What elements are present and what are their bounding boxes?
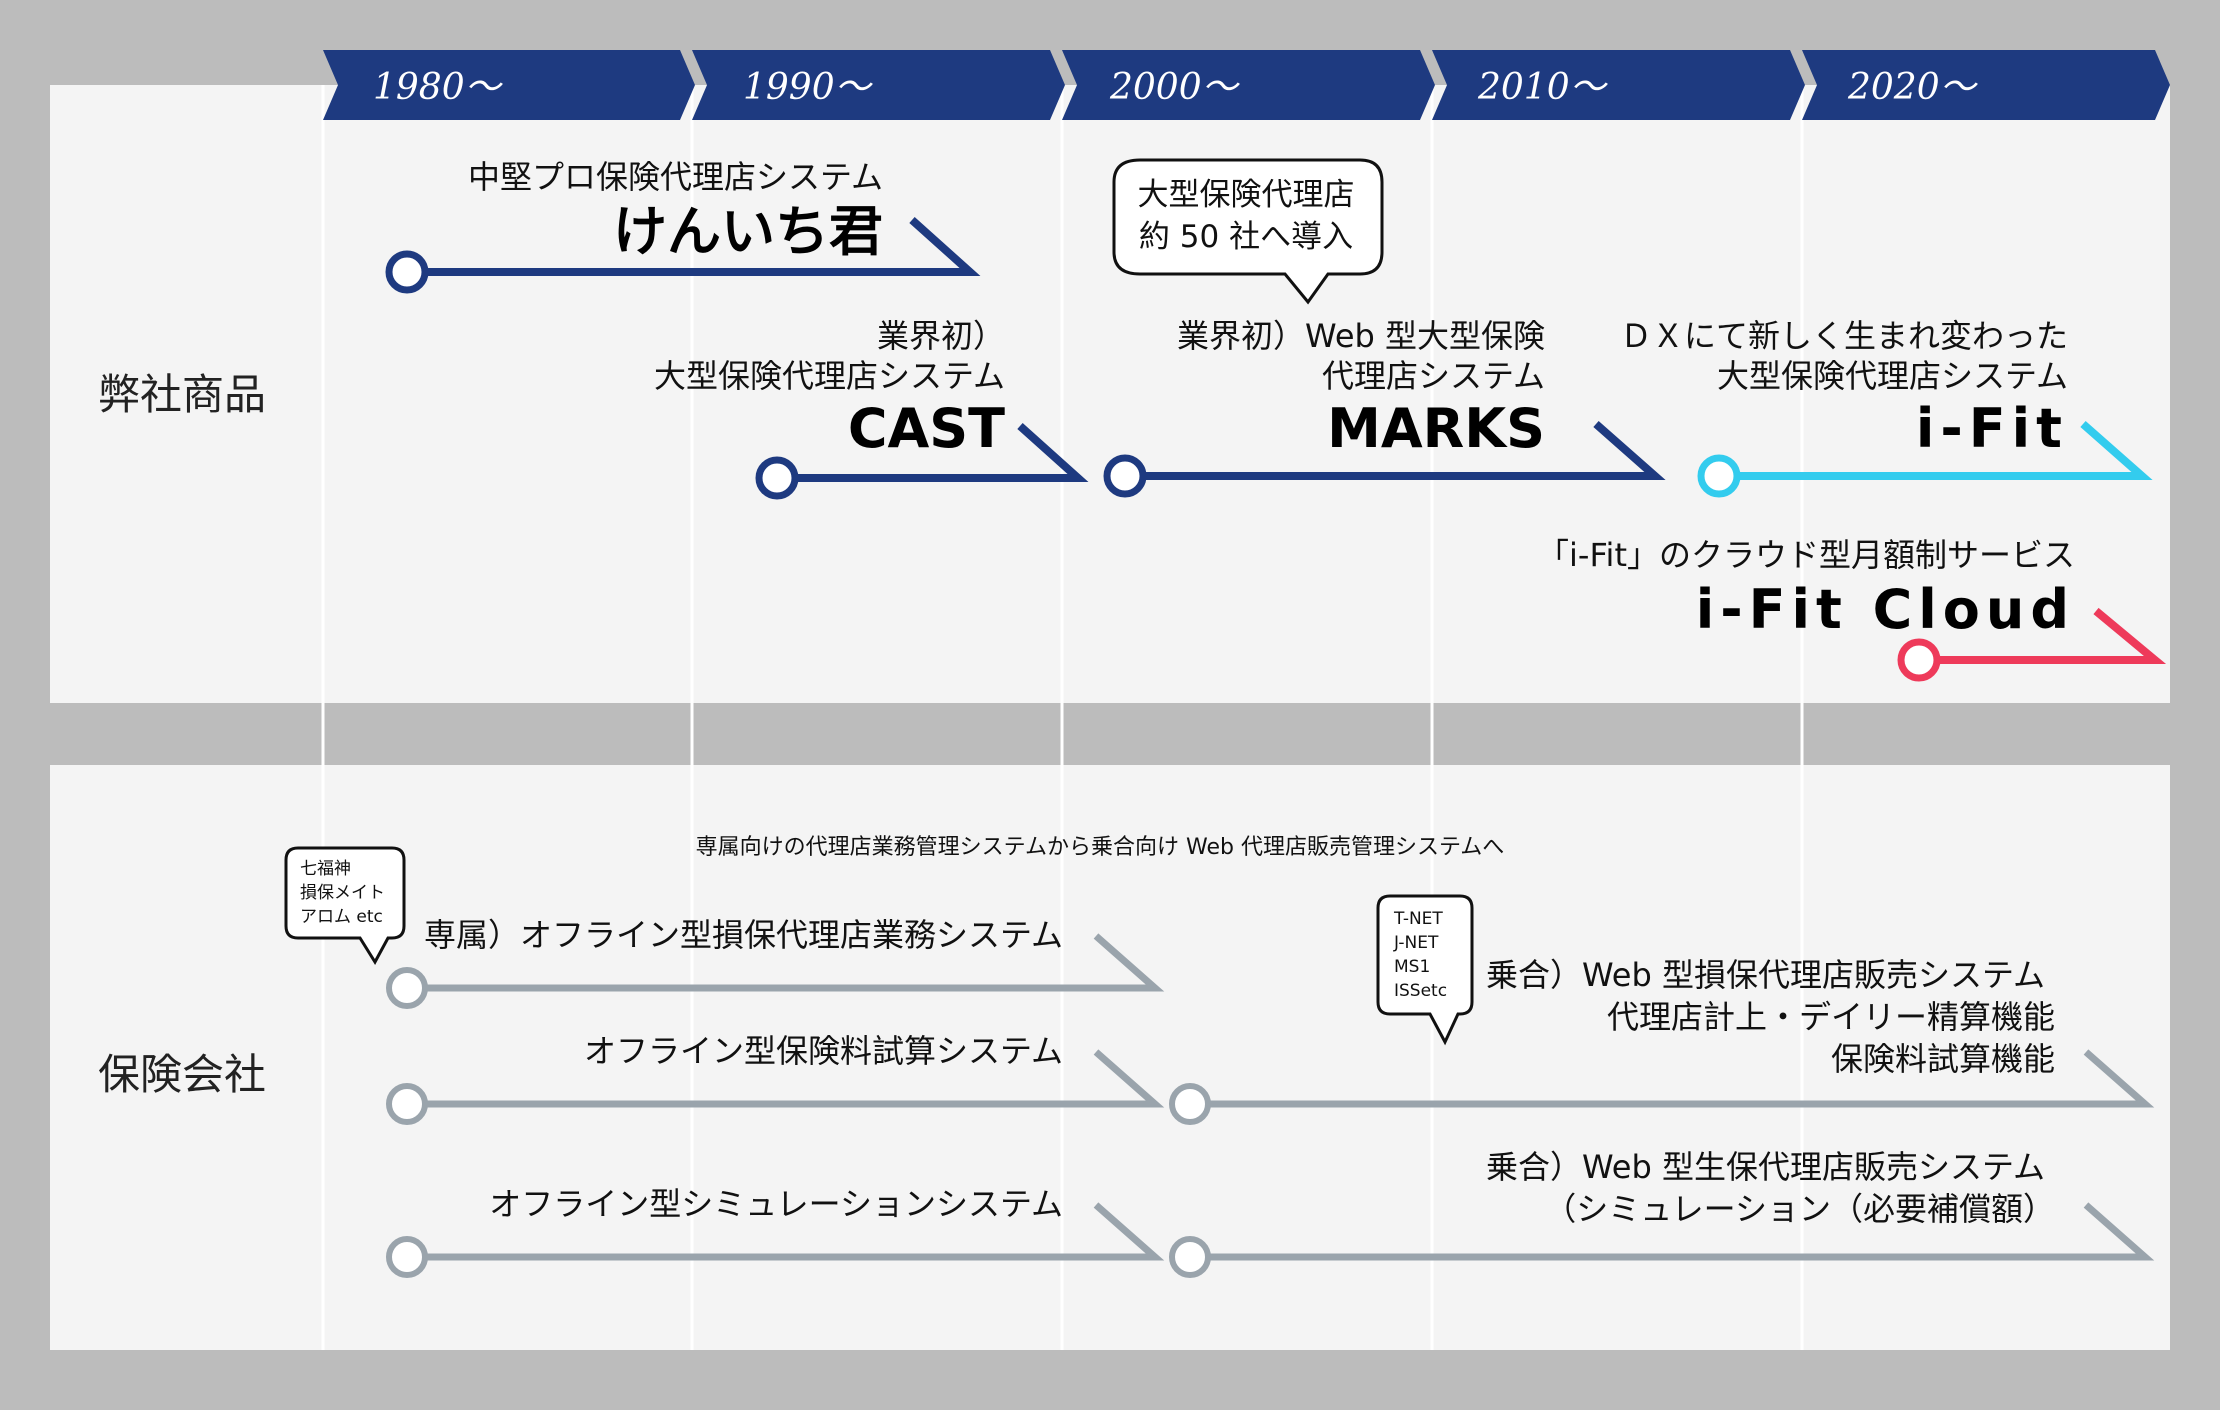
- system-web-nonlife: 乗合）Web 型損保代理店販売システム 代理店計上・デイリー精算機能 保険料試算…: [1169, 956, 2155, 1125]
- callout-left-line3: アロム etc: [300, 907, 383, 927]
- timeline-node: [755, 456, 799, 500]
- era-labels: 1980〜 1990〜 2000〜 2010〜 2020〜: [373, 67, 1979, 108]
- era-header: [323, 50, 2170, 120]
- row-label-insurer: 保険会社: [98, 1050, 266, 1099]
- callout-right-line4: ISSetc: [1394, 981, 1447, 1001]
- system-offline-nonlife: 専属）オフライン型損保代理店業務システム: [386, 916, 1165, 1009]
- ifit-cloud-subtitle: 「i-Fit」のクラウド型月額制サービス: [1537, 536, 2075, 574]
- timeline-arrow: [425, 933, 1165, 992]
- timeline-node: [386, 1083, 428, 1125]
- era-label-1990: 1990〜: [743, 67, 874, 108]
- insurer-transition-note: 専属向けの代理店業務管理システムから乗合向け Web 代理店販売管理システムへ: [696, 835, 1505, 860]
- timeline-arrow: [1737, 420, 2153, 480]
- ifit-name: i-Fit: [1916, 397, 2068, 460]
- timeline-node: [1169, 1083, 1211, 1125]
- timeline-node: [1103, 454, 1147, 498]
- timeline-arrow: [1937, 607, 2167, 664]
- company-panel: [50, 85, 2170, 703]
- system-offline-premium: オフライン型保険料試算システム: [386, 1032, 1165, 1125]
- ifit-line1: ＤＸにて新しく生まれ変わった: [1620, 317, 2068, 355]
- insurer-callout-right: T-NET J-NET MS1 ISSetc: [1376, 894, 1474, 1046]
- ifit-line2: 大型保険代理店システム: [1717, 357, 2068, 395]
- product-ifit: ＤＸにて新しく生まれ変わった 大型保険代理店システム i-Fit: [1620, 317, 2153, 498]
- era-label-2000: 2000〜: [1109, 67, 1241, 108]
- kenichi-name: けんいち君: [613, 200, 883, 263]
- timeline-node: [385, 250, 429, 294]
- product-kenichi: 中堅プロ保険代理店システム けんいち君: [385, 158, 981, 294]
- era-label-2020: 2020〜: [1847, 67, 1979, 108]
- timeline-node: [1697, 454, 1741, 498]
- system-web-life: 乗合）Web 型生保代理店販売システム （シミュレーション（必要補償額）: [1169, 1148, 2155, 1278]
- callout-right-line3: MS1: [1394, 957, 1430, 977]
- timeline-arrow: [425, 1049, 1165, 1108]
- era-label-1980: 1980〜: [373, 67, 504, 108]
- cast-line1: 業界初）: [877, 317, 1005, 355]
- insurer-callout-left: 七福神 損保メイト アロム etc: [284, 846, 406, 965]
- cast-line2: 大型保険代理店システム: [654, 357, 1005, 395]
- timeline-arrow: [1208, 1202, 2155, 1261]
- era-chevron: [1802, 50, 2170, 120]
- product-cast: 業界初） 大型保険代理店システム CAST: [654, 317, 1089, 500]
- product-ifit-cloud: 「i-Fit」のクラウド型月額制サービス i-Fit Cloud: [1537, 536, 2167, 682]
- era-chevron: [692, 50, 1065, 120]
- cast-name: CAST: [848, 397, 1005, 460]
- row-label-company: 弊社商品: [98, 370, 266, 419]
- callout-left-line2: 損保メイト: [300, 883, 385, 903]
- timeline-arrow: [1208, 1049, 2155, 1108]
- web-life-line2: （シミュレーション（必要補償額）: [1544, 1190, 2055, 1228]
- marks-name: MARKS: [1327, 397, 1545, 460]
- web-life-line1: 乗合）Web 型生保代理店販売システム: [1486, 1148, 2045, 1186]
- kenichi-subtitle: 中堅プロ保険代理店システム: [468, 158, 883, 196]
- marks-line1: 業界初）Web 型大型保険: [1177, 317, 1545, 355]
- timeline-arrow: [795, 423, 1089, 482]
- timeline-arrow: [1143, 420, 1666, 480]
- marks-callout-line1: 大型保険代理店: [1138, 177, 1355, 213]
- timeline-node: [1169, 1236, 1211, 1278]
- marks-callout: 大型保険代理店 約 50 社へ導入: [1112, 158, 1384, 305]
- era-label-2010: 2010〜: [1477, 67, 1609, 108]
- callout-right-line2: J-NET: [1393, 933, 1439, 953]
- timeline-node: [386, 1236, 428, 1278]
- marks-line2: 代理店システム: [1322, 357, 1545, 395]
- product-marks: 業界初）Web 型大型保険 代理店システム MARKS: [1103, 317, 1666, 498]
- timeline-arrow: [425, 1202, 1165, 1261]
- marks-callout-line2: 約 50 社へ導入: [1139, 219, 1353, 255]
- timeline-arrow: [425, 217, 981, 276]
- offline-sim-label: オフライン型シミュレーションシステム: [489, 1185, 1063, 1223]
- offline-nonlife-label: 専属）オフライン型損保代理店業務システム: [424, 916, 1063, 954]
- system-offline-sim: オフライン型シミュレーションシステム: [386, 1185, 1165, 1278]
- web-nonlife-line1: 乗合）Web 型損保代理店販売システム: [1486, 956, 2045, 994]
- web-nonlife-line2: 代理店計上・デイリー精算機能: [1607, 998, 2055, 1036]
- web-nonlife-line3: 保険料試算機能: [1831, 1040, 2055, 1078]
- era-column-lines: [321, 85, 1804, 1350]
- timeline-node: [386, 967, 428, 1009]
- era-chevron: [323, 50, 695, 120]
- timeline-node: [1897, 638, 1941, 682]
- callout-left-line1: 七福神: [300, 859, 351, 879]
- era-chevron: [1062, 50, 1435, 120]
- ifit-cloud-name: i-Fit Cloud: [1696, 578, 2075, 641]
- callout-right-line1: T-NET: [1393, 909, 1443, 929]
- offline-premium-label: オフライン型保険料試算システム: [584, 1032, 1063, 1070]
- era-chevron: [1432, 50, 1805, 120]
